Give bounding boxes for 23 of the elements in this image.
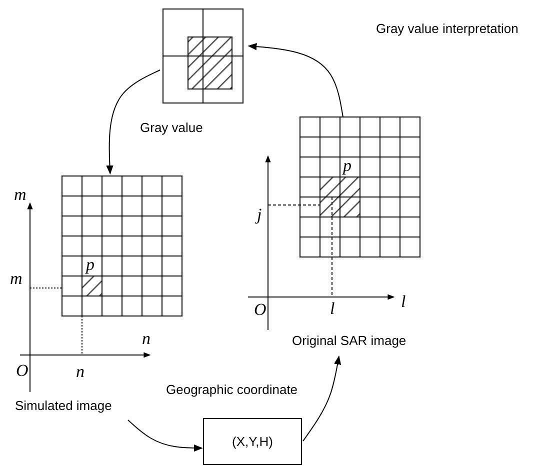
image-caption: Original SAR image — [292, 333, 406, 348]
edge-label: Geographic coordinate — [166, 382, 298, 397]
arrow — [106, 70, 160, 174]
axis-label: n — [142, 330, 150, 347]
arrow — [248, 43, 344, 118]
axis-label: O — [16, 362, 28, 379]
axis-label: n — [76, 363, 84, 380]
axis-label: m — [14, 186, 26, 203]
arrow — [128, 420, 203, 452]
axis-label: l — [330, 300, 335, 317]
edge-label: Gray value — [140, 120, 203, 135]
image-caption: Simulated image — [15, 398, 112, 413]
arrow — [302, 355, 342, 442]
axis-label: l — [401, 293, 406, 310]
axis-label: p — [343, 157, 352, 174]
grid-drawing — [160, 6, 246, 106]
axis-label: j — [257, 206, 262, 223]
coordinate-box — [203, 418, 302, 465]
axis-label: m — [10, 270, 22, 287]
axis-label: p — [86, 256, 94, 273]
axis-label: O — [254, 301, 266, 318]
coordinate-text: (X,Y,H) — [232, 434, 273, 449]
edge-label: Gray value interpretation — [376, 21, 518, 36]
